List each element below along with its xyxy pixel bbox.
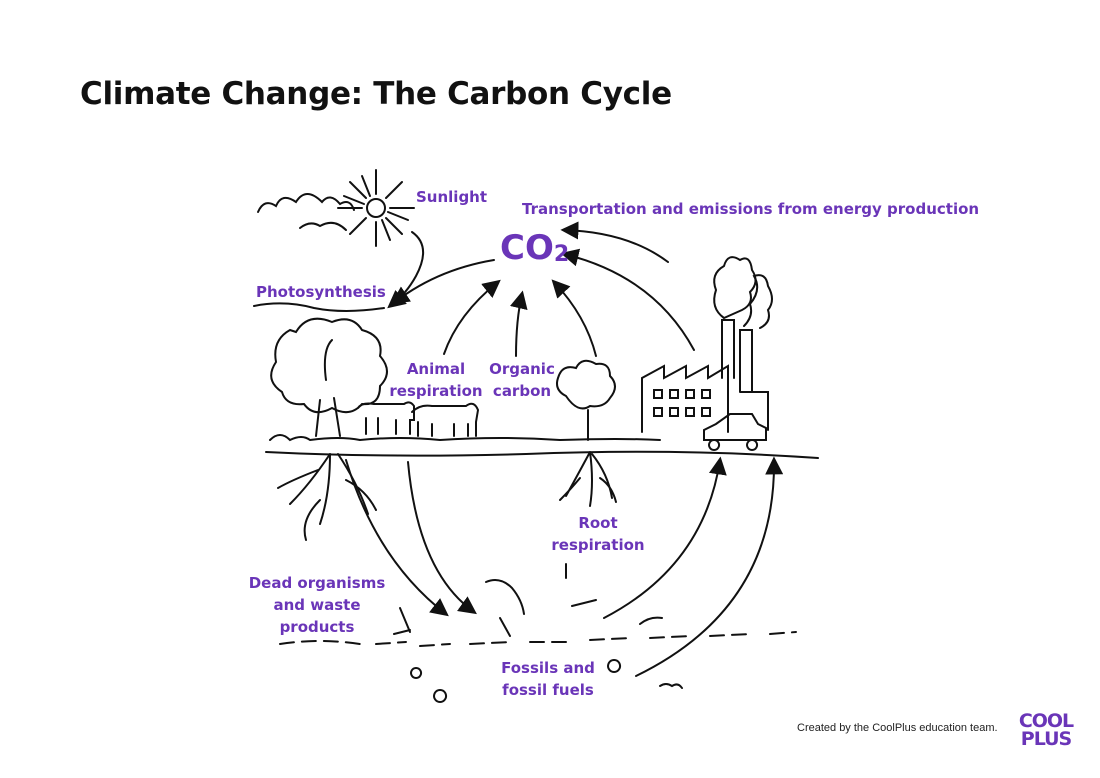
cloud: [257, 193, 355, 213]
organic-label-line2: carbon: [492, 382, 552, 400]
tree-icon: [270, 317, 388, 437]
coolplus-logo: COOL PLUS: [1016, 712, 1076, 752]
sunlight-label: Sunlight: [416, 188, 488, 206]
root-label-line2: respiration: [551, 536, 645, 554]
fossils-label: Fossils and fossil fuels: [496, 657, 600, 701]
animal-label-line1: Animal: [406, 360, 466, 378]
dead-organisms-label: Dead organisms and waste products: [248, 572, 386, 638]
cow-icon: [411, 402, 480, 437]
factory-icon: [641, 256, 773, 433]
root-respiration-label: Root respiration: [548, 512, 648, 556]
credit-text: Created by the CoolPlus education team.: [797, 722, 998, 734]
co2-label: CO2: [500, 228, 570, 268]
page-title: Climate Change: The Carbon Cycle: [80, 76, 672, 112]
dead-label-line1: Dead organisms: [248, 574, 386, 592]
animal-label-line2: respiration: [389, 382, 483, 400]
fossils-label-line1: Fossils and: [501, 659, 595, 677]
root-label-line1: Root: [578, 514, 618, 532]
logo-bottom-text: PLUS: [1020, 728, 1072, 750]
fossils-label-line2: fossil fuels: [502, 681, 594, 699]
roots: [277, 453, 377, 541]
logo-top-text: COOL: [1018, 710, 1074, 732]
organic-label-line1: Organic: [489, 360, 555, 378]
dead-label-line2: and waste: [273, 596, 361, 614]
photosynthesis-label: Photosynthesis: [256, 283, 386, 301]
ground-line: [265, 450, 819, 459]
car-icon: [703, 413, 767, 451]
sun-icon: [337, 169, 415, 247]
cow-icon: [357, 401, 415, 435]
organic-carbon-label: Organic carbon: [482, 358, 562, 402]
tree-icon: [556, 359, 616, 441]
dead-label-line3: products: [279, 618, 355, 636]
animal-respiration-label: Animal respiration: [386, 358, 486, 402]
transport-label: Transportation and emissions from energy…: [522, 200, 980, 218]
roots: [559, 451, 617, 507]
